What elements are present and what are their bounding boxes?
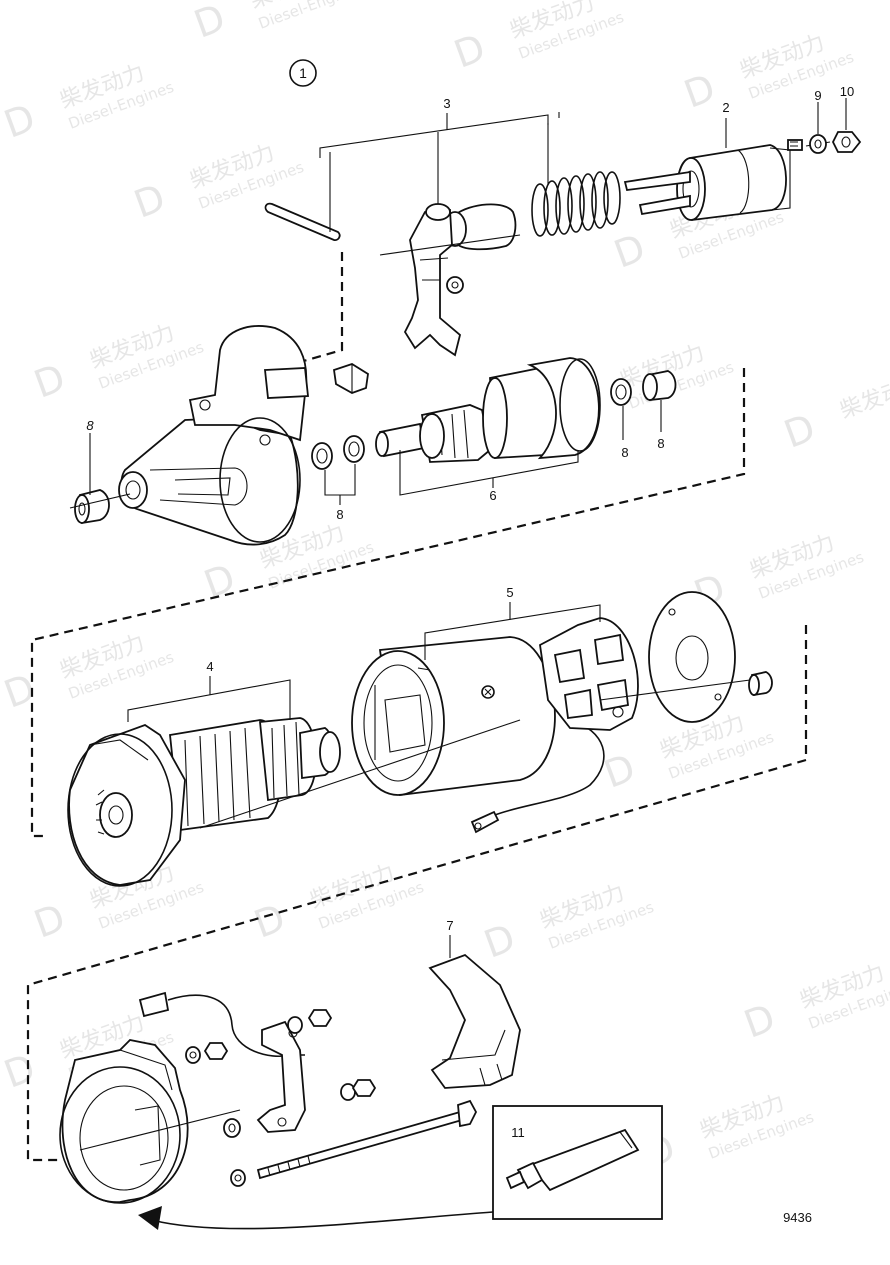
watermark-logo-icon: D	[448, 25, 491, 76]
callout-8-bush: 8	[657, 436, 664, 451]
callout-8-front: 8	[86, 418, 94, 433]
callout-4: 4	[206, 659, 213, 674]
callout-7: 7	[446, 918, 453, 933]
washer-8-b	[343, 435, 365, 463]
watermark-logo-icon: D	[598, 745, 641, 796]
commutator-end-plate	[648, 591, 736, 723]
callout-5: 5	[506, 585, 513, 600]
pinion-drive	[375, 357, 601, 463]
callout-2: 2	[722, 100, 729, 115]
lever-assembly	[264, 202, 517, 357]
arrow-head-icon	[138, 1206, 162, 1230]
watermark-logo-icon: D	[0, 95, 41, 146]
drawing-number: 9436	[783, 1210, 812, 1225]
through-bolt	[256, 1099, 478, 1180]
watermark-logo-icon: D	[248, 895, 291, 946]
bracket	[256, 1020, 306, 1133]
shift-fork-block	[333, 363, 369, 394]
field-lead-cable	[470, 719, 605, 834]
end-plate-bush	[748, 671, 773, 697]
group-marker: 1	[289, 59, 317, 87]
bottom-nuts-washers	[185, 1009, 377, 1187]
watermark-logo-icon: D	[778, 405, 821, 456]
callout-6: 6	[489, 488, 496, 503]
callout-labels: 3 2 9 10 8 8 6 8 8 5 4 7 11	[86, 84, 854, 1140]
watermark-logo-icon: D	[0, 1045, 41, 1096]
watermark-logo-icon: D	[28, 355, 71, 406]
washer-9	[809, 134, 827, 154]
plunger-spring	[531, 171, 621, 237]
bush-8-rear	[642, 370, 677, 401]
watermark-logo-icon: D	[608, 225, 651, 276]
watermark-logo-icon: D	[188, 0, 231, 47]
brush-holder	[539, 617, 639, 731]
callout-3: 3	[443, 96, 450, 111]
callout-11: 11	[511, 1125, 525, 1140]
callout-9: 9	[814, 88, 821, 103]
drive-end-housing	[118, 325, 309, 546]
watermark-logo-icon: D	[128, 175, 171, 226]
callout-8-pair: 8	[336, 507, 343, 522]
field-housing	[351, 636, 556, 797]
watermark-logo-icon: D	[198, 555, 241, 606]
watermark-logo-icon: D	[478, 915, 521, 966]
cover-7	[428, 953, 521, 1089]
callout-leaders	[69, 98, 847, 1151]
intermediate-bearing	[67, 723, 186, 887]
armature	[169, 717, 341, 832]
washer-8-c	[610, 378, 632, 406]
solenoid-switch	[623, 139, 831, 221]
application-arrow	[138, 1206, 494, 1230]
watermark-logo-icon: D	[0, 665, 41, 716]
callout-10: 10	[840, 84, 854, 99]
bush-8-front	[74, 489, 110, 525]
sealant-inset-box	[492, 1105, 663, 1220]
watermark-logo-icon: D	[28, 895, 71, 946]
nut-10	[831, 131, 862, 153]
watermark-cn: 柴发动力	[837, 370, 890, 424]
terminal-lead	[138, 991, 305, 1057]
watermark-logo-icon: D	[738, 995, 781, 1046]
watermark-logo-icon: D	[678, 65, 721, 116]
group-marker-label: 1	[299, 65, 307, 81]
callout-8-washer: 8	[621, 445, 628, 460]
assembly-boundaries	[26, 252, 808, 1162]
commutator-cover	[59, 1039, 189, 1204]
washer-8-a	[311, 442, 333, 470]
